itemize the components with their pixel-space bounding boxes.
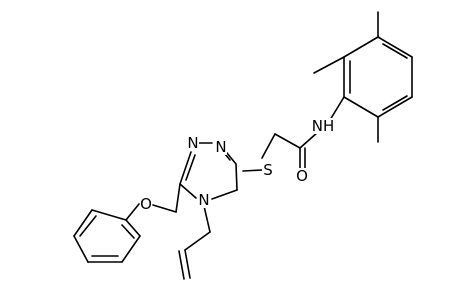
svg-text:N: N [215, 138, 226, 156]
svg-text:N: N [187, 134, 198, 152]
atom-label-n4: N [198, 191, 210, 209]
amide-group [242, 96, 345, 172]
atom-label-o-carbonyl: O [296, 167, 308, 185]
mesityl-ring [343, 36, 413, 118]
svg-text:O: O [296, 167, 308, 185]
atom-label-n2: N [187, 134, 199, 152]
atom-label-s: S [262, 161, 274, 179]
svg-text:S: S [263, 161, 273, 179]
svg-text:O: O [140, 195, 152, 213]
svg-text:NH: NH [312, 117, 335, 135]
svg-text:N: N [198, 191, 209, 209]
atom-label-n1: N [215, 138, 227, 156]
phenoxymethyl-group [125, 183, 181, 221]
atom-label-o-ether: O [140, 195, 152, 213]
atom-label-nh: NH [312, 117, 335, 135]
phenyl-ring [73, 209, 141, 263]
methyl-groups [313, 11, 379, 143]
allyl-chain [178, 205, 211, 280]
